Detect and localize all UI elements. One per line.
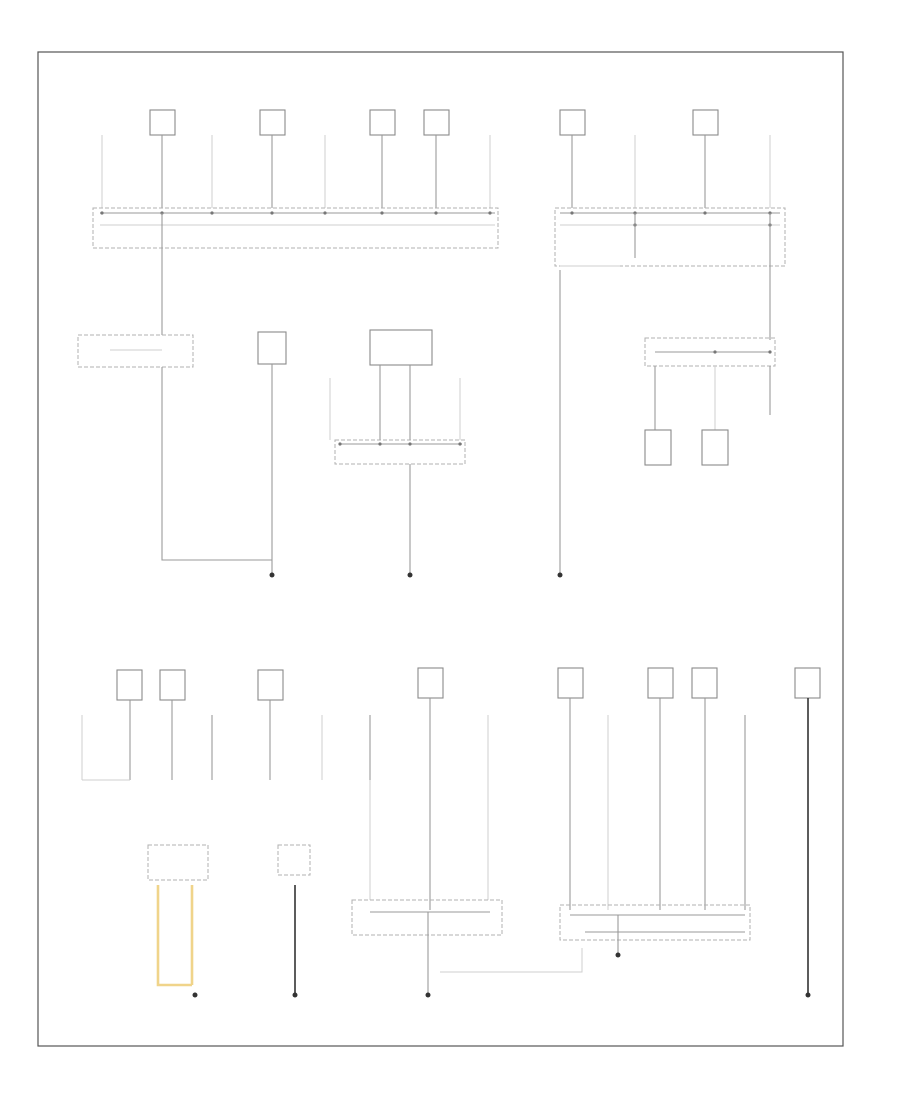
component-box (259, 109, 286, 136)
joint-connector-lower-right (559, 904, 751, 941)
splice-points (100, 211, 492, 215)
component-box (423, 109, 450, 136)
ground-point (407, 572, 413, 578)
ground-point (425, 992, 431, 998)
component-box (701, 429, 729, 466)
middle-section (77, 329, 776, 578)
component-box (557, 667, 584, 699)
component-dashed-box (644, 337, 776, 367)
lower-section (81, 667, 821, 998)
component-box (691, 667, 718, 699)
joint-connector-lower-left (351, 899, 503, 936)
component-box (257, 669, 284, 701)
ground-wire-yellow (156, 885, 192, 987)
joint-connector-left (92, 207, 499, 249)
component-dashed-box (277, 844, 311, 876)
upper-section (92, 109, 786, 575)
ground-wire (161, 367, 272, 561)
component-dashed-box (147, 844, 209, 881)
component-box (369, 329, 433, 366)
splice-point (713, 350, 717, 354)
joint-connector-right (554, 207, 786, 267)
ground-point (192, 992, 198, 998)
component-box (369, 109, 396, 136)
diagram-frame (37, 51, 844, 1047)
component-box (692, 109, 719, 136)
component-box (159, 669, 186, 701)
component-box (149, 109, 176, 136)
component-box (644, 429, 672, 466)
ground-point (615, 952, 621, 958)
component-dashed-box (77, 334, 194, 368)
ground-wire (440, 948, 583, 973)
ground-point (269, 572, 275, 578)
component-box (116, 669, 143, 701)
component-box (559, 109, 586, 136)
component-box (647, 667, 674, 699)
component-box (417, 667, 444, 699)
splice-points (338, 442, 462, 446)
splice-point (768, 350, 772, 354)
ground-point (805, 992, 811, 998)
component-box (794, 667, 821, 699)
ground-point (292, 992, 298, 998)
splice-points (570, 211, 772, 227)
joint-connector-middle (334, 439, 466, 465)
ground-point (557, 572, 563, 578)
component-box (257, 331, 287, 365)
